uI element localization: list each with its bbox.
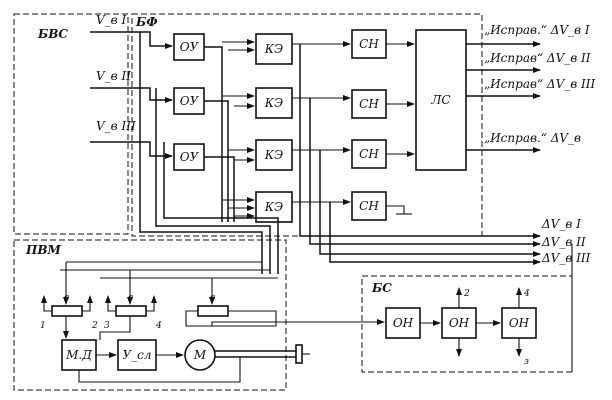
pot-3 bbox=[197, 305, 229, 317]
shaft-end bbox=[295, 344, 303, 364]
block-sn-1-label: СН bbox=[359, 37, 379, 51]
label-bf: БФ bbox=[135, 15, 158, 29]
block-sn-2-label: СН bbox=[359, 97, 379, 111]
block-sn-3-label: СН bbox=[359, 147, 379, 161]
block-ke-4-label: КЭ bbox=[264, 200, 283, 214]
block-sn-1 bbox=[351, 29, 387, 59]
on-label-4: 4 bbox=[523, 289, 530, 299]
on-label-z: з bbox=[524, 357, 529, 367]
output-delta-2: ΔV_в II bbox=[541, 235, 586, 249]
output-top-3: „Исправ“ ΔV_в III bbox=[484, 77, 596, 91]
block-ls bbox=[415, 29, 467, 171]
label-pvm: ПВМ bbox=[25, 243, 61, 257]
pot-label-7: в bbox=[210, 293, 215, 303]
block-ke-1 bbox=[255, 33, 293, 65]
pot-label-6: 4 bbox=[155, 321, 162, 331]
input-label-2: V_в II bbox=[96, 69, 131, 83]
region-pvm bbox=[13, 239, 287, 391]
block-ls-label: ЛС bbox=[430, 93, 450, 107]
label-bvs: БВС bbox=[37, 27, 68, 41]
block-ou-3-label: ОУ bbox=[180, 150, 200, 164]
output-top-2: „Исправ“ ΔV_в II bbox=[484, 51, 591, 65]
block-ou-2-label: ОУ bbox=[180, 94, 200, 108]
block-ucl bbox=[117, 339, 157, 371]
on-label-2: 2 bbox=[463, 289, 470, 299]
block-on-1-label: ОН bbox=[393, 316, 414, 330]
pot-label-1: в bbox=[64, 293, 69, 303]
block-ke-2-label: КЭ bbox=[264, 96, 283, 110]
block-ou-1 bbox=[173, 33, 205, 61]
block-ke-3 bbox=[255, 139, 293, 171]
input-label-3: V_в III bbox=[96, 119, 136, 133]
block-on-3-label: ОН bbox=[509, 316, 530, 330]
block-on-1 bbox=[385, 307, 421, 339]
block-motor bbox=[184, 339, 216, 371]
block-ke-2 bbox=[255, 87, 293, 119]
pot-label-5: 3 bbox=[104, 321, 110, 331]
output-delta-3: ΔV_в III bbox=[541, 251, 591, 265]
pot-1 bbox=[51, 305, 83, 317]
input-label-1: V_в I bbox=[96, 13, 126, 27]
block-ke-1-label: КЭ bbox=[264, 42, 283, 56]
block-motor-label: М bbox=[193, 348, 207, 362]
block-sn-4 bbox=[351, 191, 387, 221]
block-ou-3 bbox=[173, 143, 205, 171]
output-delta-1: ΔV_в I bbox=[541, 217, 581, 231]
block-on-2-label: ОН bbox=[449, 316, 470, 330]
block-sn-4-label: СН bbox=[359, 199, 379, 213]
pot-2 bbox=[115, 305, 147, 317]
pot-label-3: 2 bbox=[91, 321, 98, 331]
block-ke-4 bbox=[255, 191, 293, 223]
output-top-1: „Исправ.“ ΔV_в I bbox=[484, 23, 590, 37]
block-ou-1-label: ОУ bbox=[180, 40, 200, 54]
block-ke-3-label: КЭ bbox=[264, 148, 283, 162]
block-ucl-label: У_сл bbox=[122, 348, 151, 362]
output-top-4: „Исправ.“ ΔV_в bbox=[484, 131, 581, 145]
pot-label-2: 1 bbox=[40, 321, 46, 331]
region-bvs bbox=[13, 13, 129, 235]
block-md-label: М.Д bbox=[65, 348, 92, 362]
block-sn-3 bbox=[351, 139, 387, 169]
pot-label-4: в bbox=[128, 293, 133, 303]
label-bs: БС bbox=[371, 281, 392, 295]
